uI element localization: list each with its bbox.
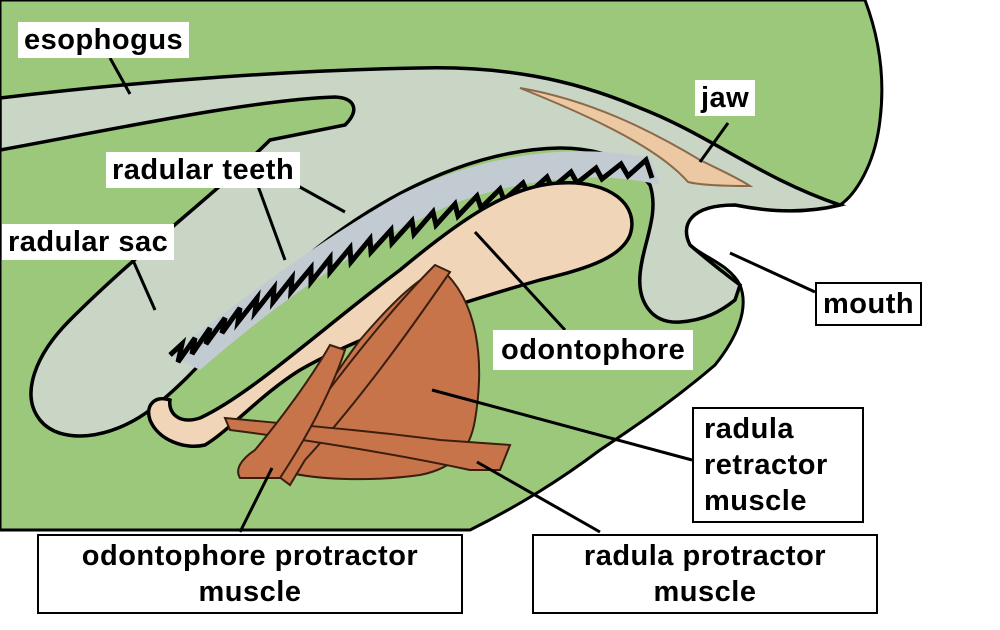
label-line: muscle bbox=[198, 576, 302, 608]
leader-odontophore-protractor bbox=[238, 467, 274, 533]
label-esophagus: esophogus bbox=[18, 22, 190, 58]
label-line: muscle bbox=[704, 485, 807, 517]
label-radular-sac: radular sac bbox=[2, 224, 175, 260]
leader-odontophore bbox=[473, 230, 567, 332]
leader-radula-protractor bbox=[476, 460, 601, 534]
label-line: muscle bbox=[653, 576, 757, 608]
label-radular-teeth: radular teeth bbox=[106, 152, 301, 188]
leader-jaw bbox=[698, 122, 730, 163]
label-odontophore-protractor-muscle: odontophore protractor muscle bbox=[37, 534, 463, 614]
jaw bbox=[519, 87, 754, 188]
leader-lines bbox=[108, 57, 816, 534]
leader-teeth-2 bbox=[297, 184, 346, 214]
label-line: odontophore protractor bbox=[81, 540, 419, 572]
label-radula-protractor-muscle: radula protractor muscle bbox=[532, 534, 878, 614]
leader-teeth-1 bbox=[256, 185, 287, 261]
label-line: radula bbox=[704, 413, 795, 445]
label-odontophore: odontophore bbox=[493, 330, 694, 370]
label-line: retractor bbox=[704, 449, 828, 481]
label-line: radula protractor bbox=[583, 540, 827, 572]
label-mouth: mouth bbox=[815, 282, 923, 326]
odontophore-protractor bbox=[237, 343, 347, 479]
leader-esophagus bbox=[108, 57, 132, 95]
label-jaw: jaw bbox=[695, 80, 756, 116]
leader-retractor bbox=[431, 388, 693, 462]
leader-mouth bbox=[729, 251, 816, 294]
leader-radular-sac bbox=[130, 257, 157, 311]
label-radula-retractor-muscle: radula retractor muscle bbox=[692, 407, 864, 523]
